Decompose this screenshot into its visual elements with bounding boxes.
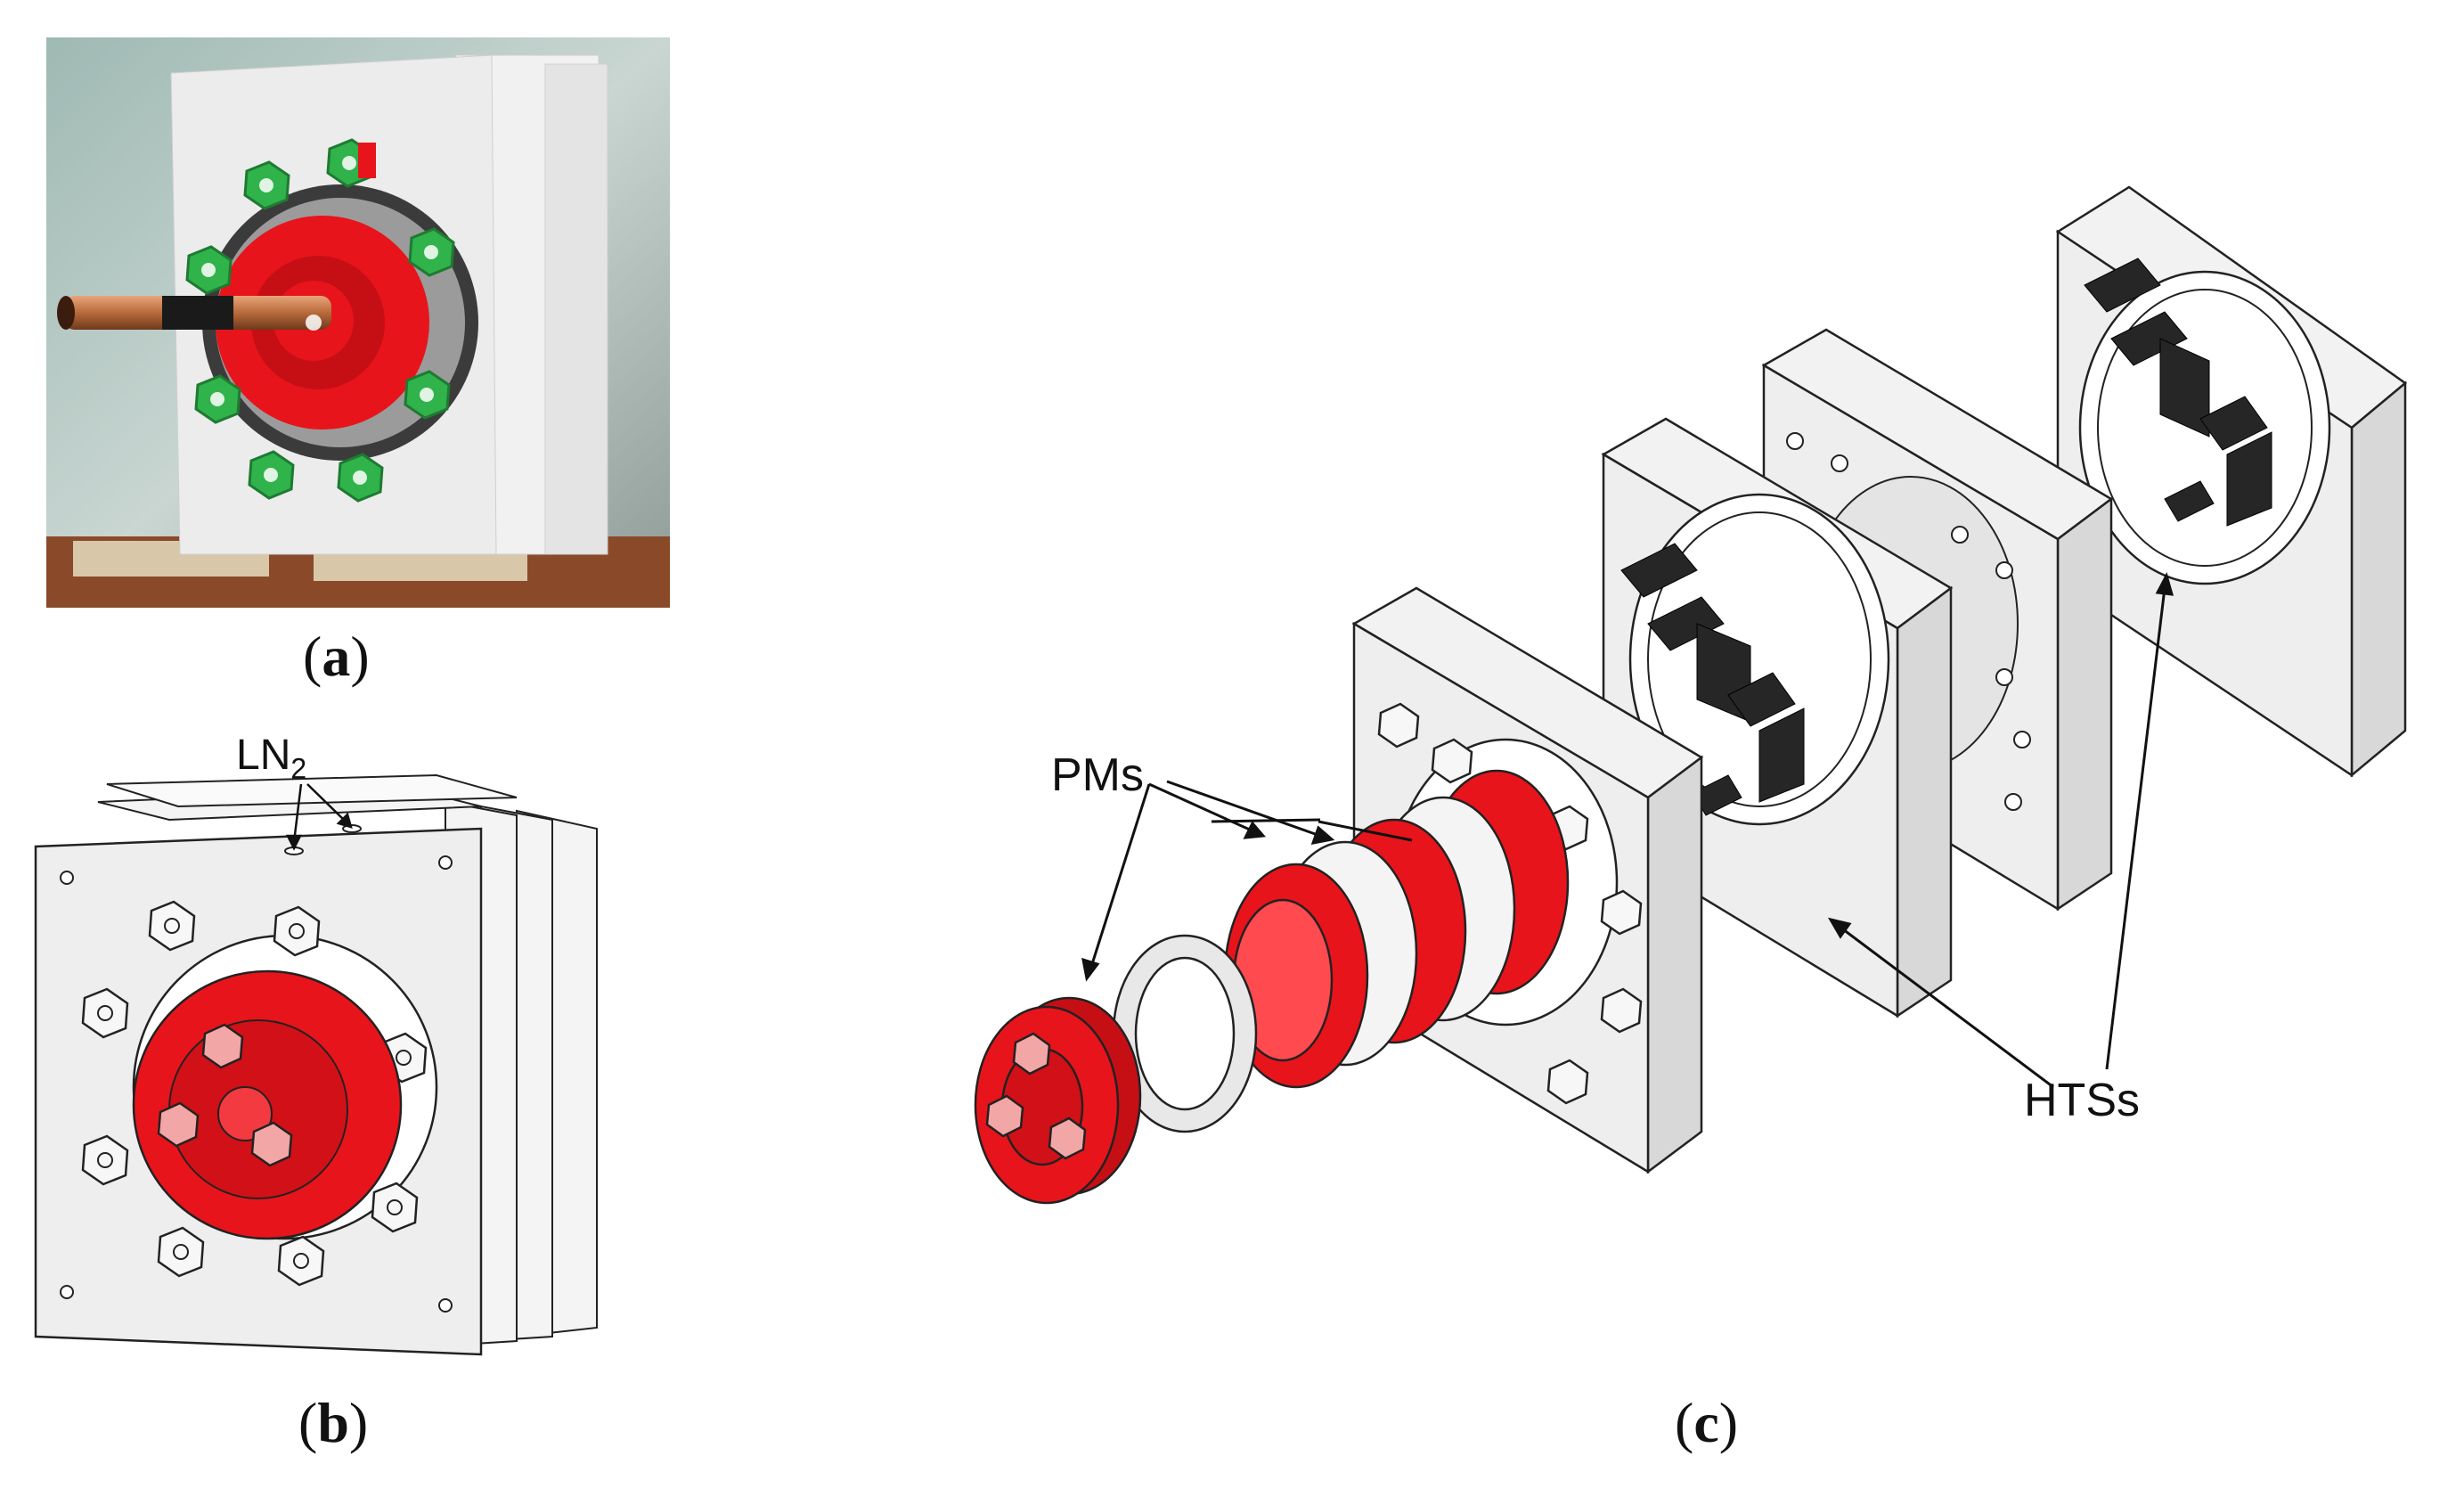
caption-b-open: ( <box>298 1391 318 1454</box>
caption-c-open: ( <box>1675 1391 1694 1454</box>
caption-c-letter: c <box>1693 1391 1719 1454</box>
caption-c-close: ) <box>1718 1391 1739 1454</box>
ln2-label-sub: 2 <box>290 752 307 785</box>
photo-bearing-prototype <box>46 37 670 608</box>
ln2-label-main: LN <box>236 732 291 779</box>
front-hub <box>974 996 1142 1205</box>
green-nuts <box>185 138 455 503</box>
caption-c: (c) <box>1675 1390 1738 1456</box>
rear-plate-htss <box>2055 185 2408 778</box>
htss-arrows <box>1827 571 2174 1089</box>
rotor-bolts <box>157 1023 293 1167</box>
pms-arrows <box>1081 780 1413 982</box>
pms-label: PMs <box>1051 749 1144 801</box>
panel-a-photo <box>46 37 670 608</box>
caption-b-letter: b <box>317 1391 349 1454</box>
hex-nuts <box>81 900 428 1287</box>
panel-b-assembly: LN2 <box>18 713 641 1390</box>
caption-a-close: ) <box>350 625 370 688</box>
caption-a-open: ( <box>303 625 322 688</box>
pm-stack-large <box>1223 769 1570 1089</box>
pm-ring-small <box>1112 934 1258 1133</box>
ln2-arrows <box>285 783 353 851</box>
caption-a-letter: a <box>322 625 351 688</box>
caption-b: (b) <box>298 1390 368 1456</box>
assembly-drawing <box>34 773 598 1356</box>
htss-label: HTSs <box>2024 1075 2140 1126</box>
caption-a: (a) <box>303 624 370 690</box>
exploded-view-drawing <box>974 185 2408 1205</box>
ln2-label: LN2 <box>236 731 306 786</box>
panel-c-exploded: PMs HTSs <box>962 160 2459 1337</box>
caption-b-close: ) <box>348 1391 369 1454</box>
